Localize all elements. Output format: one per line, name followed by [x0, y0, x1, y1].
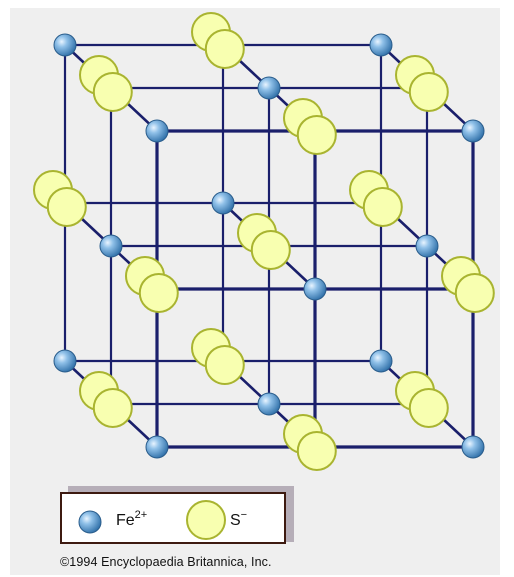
iron-ion-icon: [76, 508, 104, 536]
sulfur-ion: [140, 274, 178, 312]
sulfur-ion: [298, 432, 336, 470]
iron-ion: [258, 393, 280, 415]
legend: Fe2+ S−: [60, 492, 286, 544]
sulfur-ion-label: S−: [230, 509, 247, 530]
iron-ion: [54, 34, 76, 56]
sulfur-ion: [364, 188, 402, 226]
sulfur-ion: [410, 389, 448, 427]
iron-ion: [258, 77, 280, 99]
sulfur-ion: [456, 274, 494, 312]
sulfur-ion: [94, 73, 132, 111]
iron-ion-label: Fe2+: [116, 509, 147, 530]
sulfur-ion-icon: [184, 498, 228, 542]
iron-ion: [212, 192, 234, 214]
sulfur-ion: [252, 231, 290, 269]
iron-ion: [54, 350, 76, 372]
sulfur-ion: [206, 30, 244, 68]
sulfur-ion: [298, 116, 336, 154]
iron-ion: [462, 436, 484, 458]
copyright-credit: ©1994 Encyclopaedia Britannica, Inc.: [60, 555, 272, 569]
lattice-atoms: [34, 13, 494, 470]
sulfur-ion: [206, 346, 244, 384]
iron-ion: [416, 235, 438, 257]
sulfur-ion: [410, 73, 448, 111]
iron-ion: [100, 235, 122, 257]
iron-ion: [370, 350, 392, 372]
iron-ion: [146, 436, 168, 458]
iron-ion: [370, 34, 392, 56]
sulfur-ion: [48, 188, 86, 226]
iron-ion: [304, 278, 326, 300]
iron-ion: [146, 120, 168, 142]
sulfur-ion: [94, 389, 132, 427]
iron-ion: [462, 120, 484, 142]
